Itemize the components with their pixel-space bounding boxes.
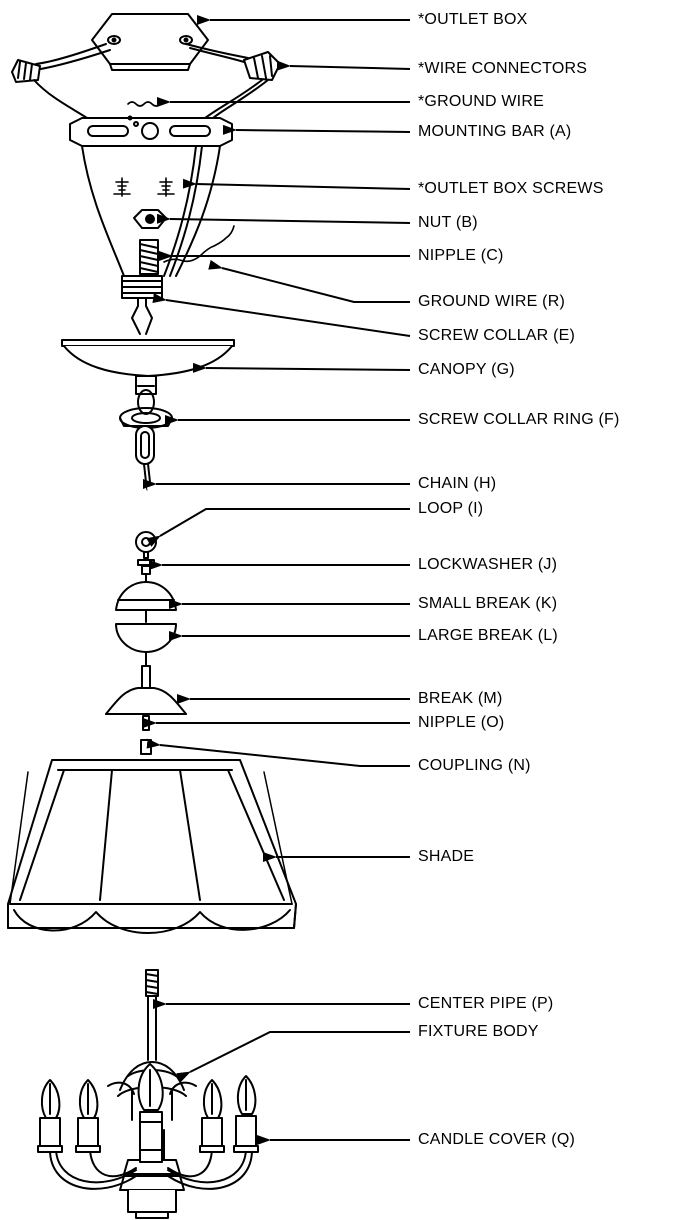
nipple-c-part [139, 239, 159, 275]
mounting-bar-part [69, 115, 233, 147]
outlet-box-screws-part [113, 177, 175, 197]
label-fixture-body: FIXTURE BODY [418, 1023, 539, 1040]
label-outlet-box-screws: *OUTLET BOX SCREWS [418, 180, 604, 197]
shade-part [7, 759, 297, 934]
arrow-mounting-bar [222, 124, 411, 135]
outlet-box-part [91, 13, 209, 71]
label-ground-wire-r: GROUND WIRE (R) [418, 293, 565, 310]
ground-wire-r-part [163, 225, 235, 263]
screw-collar-part [121, 275, 163, 335]
label-screw-collar-ring: SCREW COLLAR RING (F) [418, 411, 620, 428]
label-nipple-c: NIPPLE (C) [418, 247, 504, 264]
label-coupling: COUPLING (N) [418, 757, 531, 774]
arrow-wire-connectors [276, 60, 411, 71]
label-ground-wire-top: *GROUND WIRE [418, 93, 544, 110]
leader-arrows [143, 15, 411, 1145]
arrow-loop [146, 508, 410, 547]
label-center-pipe: CENTER PIPE (P) [418, 995, 554, 1012]
label-wire-connectors: *WIRE CONNECTORS [418, 60, 588, 77]
arrow-screw-collar [152, 293, 411, 337]
wire-connector-right [243, 51, 281, 81]
label-loop: LOOP (I) [418, 500, 484, 517]
arrow-canopy [192, 362, 411, 373]
arrow-ground-wire-r [208, 259, 410, 303]
label-candle-cover: CANDLE COVER (Q) [418, 1131, 575, 1148]
wire-connector-left [11, 59, 41, 83]
arrow-fixture-body [176, 1031, 410, 1083]
label-mounting-bar: MOUNTING BAR (A) [418, 123, 572, 140]
label-lockwasher: LOCKWASHER (J) [418, 556, 558, 573]
label-break-m: BREAK (M) [418, 690, 503, 707]
label-chain: CHAIN (H) [418, 475, 497, 492]
arrow-coupling [146, 738, 410, 767]
label-nipple-o: NIPPLE (O) [418, 714, 505, 731]
arrow-outlet-box-screws [182, 178, 411, 190]
label-outlet-box: *OUTLET BOX [418, 11, 528, 28]
ground-wire-top-part [127, 101, 161, 107]
wire-harness [81, 145, 221, 277]
label-small-break: SMALL BREAK (K) [418, 595, 558, 612]
label-shade: SHADE [418, 848, 475, 865]
label-screw-collar: SCREW COLLAR (E) [418, 327, 575, 344]
label-large-break: LARGE BREAK (L) [418, 627, 558, 644]
break-m-part [105, 665, 187, 715]
label-canopy: CANOPY (G) [418, 361, 515, 378]
candle-cover-part [37, 1063, 259, 1163]
screw-collar-ring-part [119, 375, 173, 429]
arrow-nut [156, 213, 411, 224]
label-nut: NUT (B) [418, 214, 478, 231]
fixture-arms [49, 1149, 253, 1219]
canopy-part [61, 339, 235, 377]
